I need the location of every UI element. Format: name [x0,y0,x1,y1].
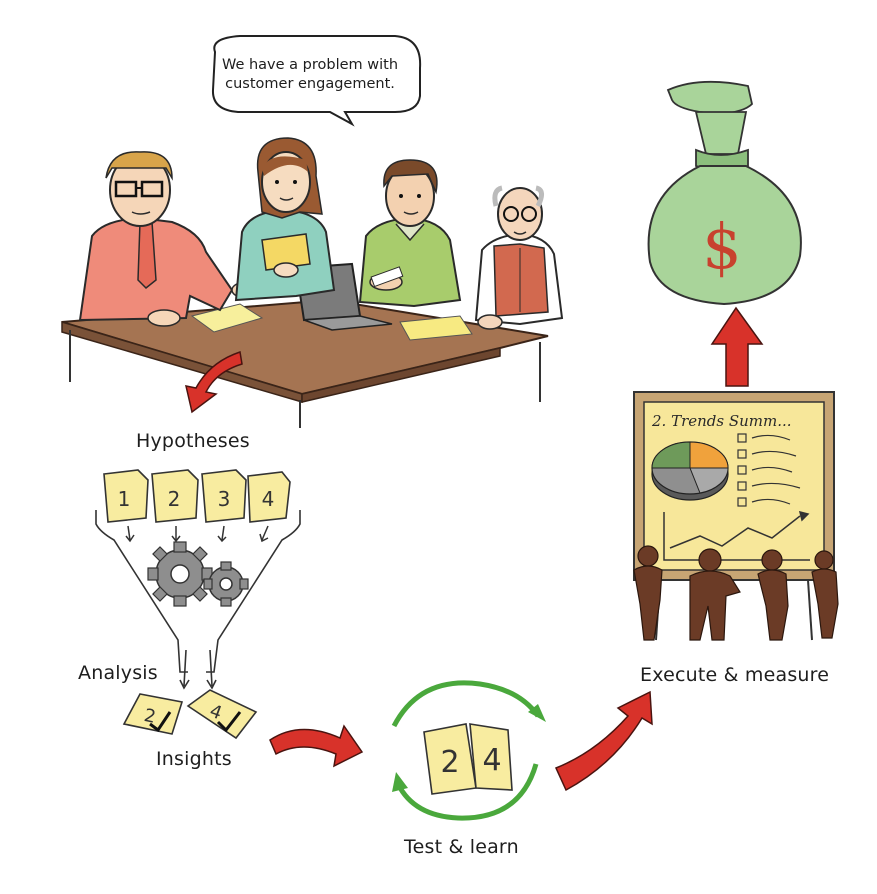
test-learn-cycle: 2 4 [391,680,546,821]
test-card-1-label: 2 [440,745,459,780]
speech-bubble [211,35,422,127]
speech-bubble-text: We have a problem with customer engageme… [205,56,415,94]
insight-card-1: 2 [122,693,184,735]
meeting-table [61,262,549,428]
older-man-with-vest [474,185,564,330]
test-card-2-label: 4 [482,743,501,778]
arrow-to-execute-icon [554,690,653,792]
board-heading: 2. Trends Summ... [651,412,792,430]
arrow-to-hypotheses-icon [185,351,243,414]
speech-line-1: We have a problem with [221,57,399,73]
hypothesis-card-4-label: 4 [262,487,275,511]
hypothesis-card-3-label: 3 [218,487,231,511]
presentation-board: 2. Trends Summ... [633,391,835,641]
funnel [95,510,301,690]
man-with-glasses [78,151,261,327]
checkmark-icon [216,711,242,733]
small-down-arrows-icon [125,525,269,543]
arrow-to-money-icon [710,306,764,387]
hypothesis-card-1-label: 1 [118,487,131,511]
arrow-to-test-icon [269,724,364,768]
hypothesis-cards: 1 2 3 4 [103,469,291,543]
audience-person-1 [633,545,663,641]
checkmark-icon [149,711,172,733]
speech-line-2: customer engagement. [225,76,395,92]
gears-icon [147,541,249,607]
test-card-2: 4 [469,723,513,791]
audience-silhouettes [633,545,839,641]
cycle-arrow-bottom-icon [395,763,539,821]
pie-chart-icon [651,441,729,501]
insight-card-1-label: 2 [142,705,158,728]
hypothesis-card-4: 4 [247,471,291,523]
label-hypotheses: Hypotheses [136,430,250,452]
money-bag-icon: $ [647,80,802,306]
dollar-sign: $ [702,210,741,283]
man-in-green [358,159,462,308]
label-insights: Insights [156,748,232,770]
line-chart-icon [663,510,810,561]
audience-person-2 [689,548,741,641]
insight-card-2: 4 [186,689,258,740]
audience-person-3 [757,549,789,641]
hypothesis-card-2-label: 2 [168,487,181,511]
legend-checkboxes-icon [737,433,801,507]
cycle-arrow-top-icon [391,680,541,728]
small-gear-icon [203,561,249,607]
hypothesis-card-1: 1 [103,469,149,523]
label-execute-measure: Execute & measure [640,664,830,686]
large-gear-icon [147,541,213,607]
hypothesis-card-3: 3 [201,469,247,523]
audience-person-4 [811,550,839,639]
label-test-learn: Test & learn [404,836,519,858]
label-analysis: Analysis [78,662,158,684]
test-card-1: 2 [423,723,477,795]
insight-cards: 2 4 [122,689,258,740]
hypothesis-card-2: 2 [151,469,199,523]
woman-with-folder [234,137,336,302]
